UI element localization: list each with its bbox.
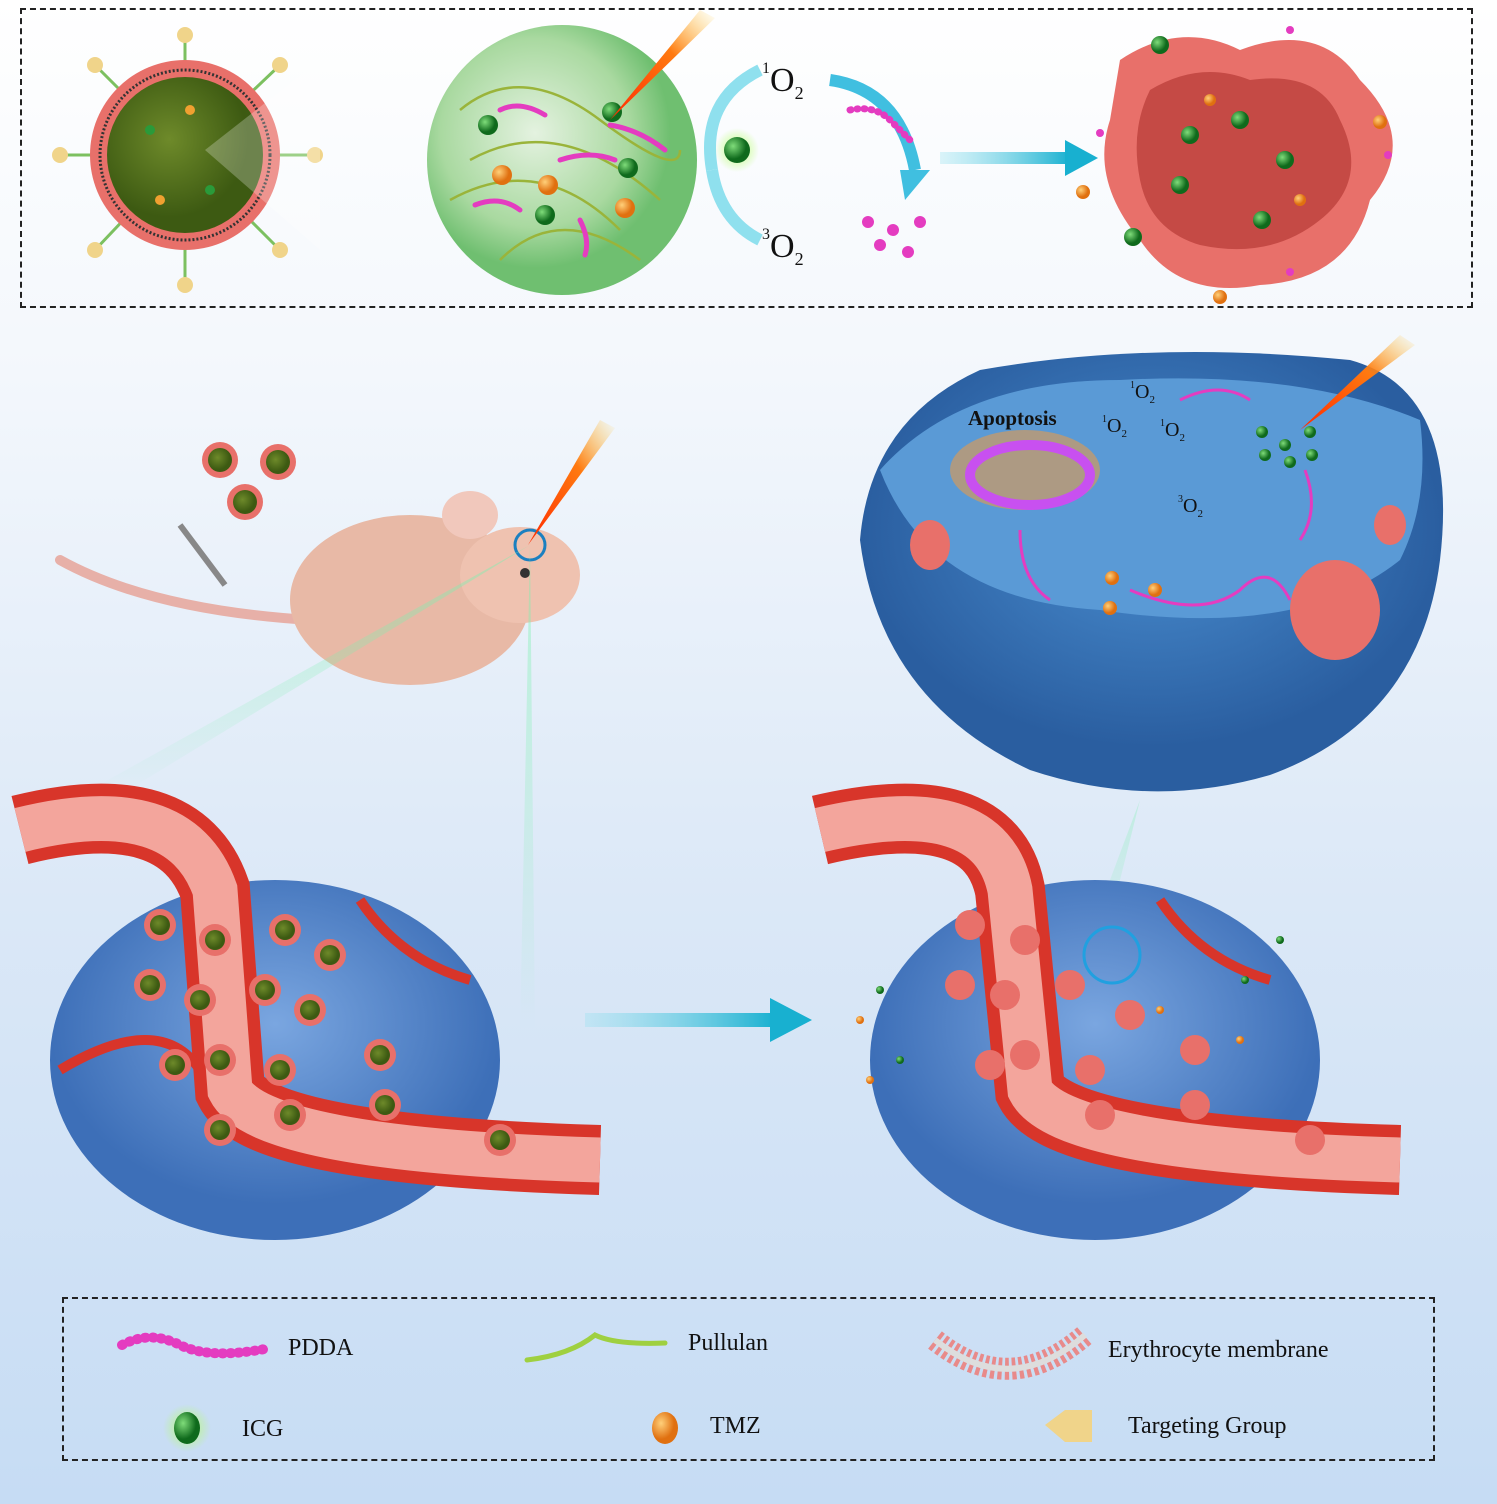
base: O bbox=[770, 62, 795, 99]
sub: 2 bbox=[1121, 428, 1127, 440]
sub: 2 bbox=[794, 248, 804, 269]
legend-label-pullulan: Pullulan bbox=[688, 1330, 769, 1356]
targeting-group-icon bbox=[1045, 1410, 1092, 1442]
triplet-oxygen-label: 3O2 bbox=[762, 226, 804, 270]
icg-sphere-icon bbox=[163, 1404, 211, 1452]
tumor-before-treatment bbox=[11, 783, 602, 1240]
base: O bbox=[1165, 419, 1180, 441]
nanoparticle bbox=[52, 27, 323, 293]
apoptosis-label: Apoptosis bbox=[968, 406, 1057, 430]
singlet-oxygen-label: 1O2 bbox=[762, 60, 804, 104]
sub: 2 bbox=[1179, 432, 1185, 444]
tumor-after-treatment bbox=[811, 783, 1402, 1240]
base: O bbox=[1135, 381, 1150, 403]
arrow-treatment bbox=[585, 998, 812, 1042]
sup: 3 bbox=[1178, 494, 1183, 505]
sup: 1 bbox=[762, 60, 770, 77]
pdda-chain-icon bbox=[117, 1332, 275, 1359]
tumor-cell bbox=[860, 335, 1444, 960]
cell-singlet-oxygen-2: 1O2 bbox=[1102, 414, 1127, 440]
arrow-release bbox=[940, 140, 1098, 176]
base: O bbox=[1183, 495, 1198, 517]
legend-label-targeting-group: Targeting Group bbox=[1128, 1413, 1287, 1439]
cell-triplet-oxygen: 3O2 bbox=[1178, 494, 1203, 520]
legend-label-erythrocyte-membrane: Erythrocyte membrane bbox=[1108, 1337, 1329, 1363]
nude-mouse bbox=[55, 420, 615, 1030]
sub: 2 bbox=[1149, 394, 1155, 406]
sup: 1 bbox=[1102, 414, 1107, 425]
hydrogel-core-zoom bbox=[427, 10, 715, 295]
legend-label-icg: ICG bbox=[242, 1416, 284, 1442]
sup: 1 bbox=[1160, 418, 1165, 429]
legend-label-tmz: TMZ bbox=[710, 1413, 761, 1439]
legend-label-pdda: PDDA bbox=[288, 1335, 354, 1361]
o2-cycle bbox=[704, 64, 930, 258]
ruptured-nanoparticle bbox=[1076, 26, 1393, 304]
sub: 2 bbox=[794, 82, 804, 103]
legend-frame bbox=[62, 1297, 1435, 1461]
sup: 1 bbox=[1130, 380, 1135, 391]
base: O bbox=[770, 228, 795, 265]
base: O bbox=[1107, 415, 1122, 437]
top-panel-frame bbox=[20, 8, 1473, 308]
membrane-icon bbox=[928, 1326, 1093, 1380]
sub: 2 bbox=[1197, 508, 1203, 520]
cell-singlet-oxygen-3: 1O2 bbox=[1160, 418, 1185, 444]
sup: 3 bbox=[762, 226, 770, 243]
pullulan-strand-icon bbox=[524, 1332, 668, 1363]
cell-singlet-oxygen-1: 1O2 bbox=[1130, 380, 1155, 406]
tmz-sphere-icon bbox=[652, 1412, 678, 1444]
